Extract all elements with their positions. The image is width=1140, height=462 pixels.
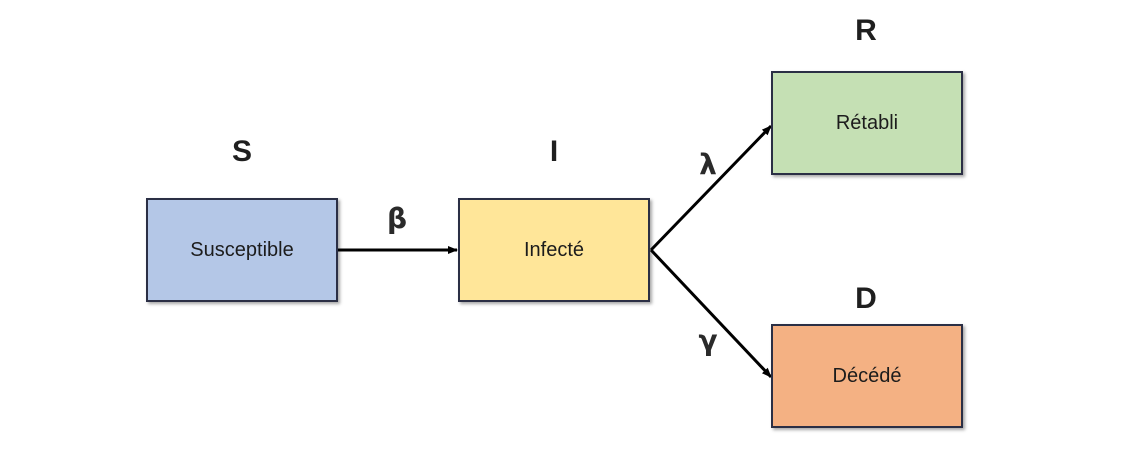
state-letter-r: R [855,14,877,47]
infected-label: Infecté [523,238,585,261]
infected-box: Infecté [458,198,650,302]
state-letter-i: I [549,135,559,168]
rate-beta-label: β [386,202,408,235]
rate-gamma-label: γ [698,324,718,357]
rate-lambda-label: λ [699,148,717,181]
deceased-box: Décédé [771,324,963,428]
deceased-label: Décédé [832,364,902,387]
susceptible-box: Susceptible [146,198,338,302]
state-letter-d: D [855,282,877,315]
arrow-i-to-d [649,248,773,379]
recovered-box: Rétabli [771,71,963,175]
state-letter-s: S [231,135,252,168]
susceptible-label: Susceptible [190,238,294,261]
recovered-label: Rétabli [835,111,899,134]
arrow-i-to-r [649,124,773,252]
